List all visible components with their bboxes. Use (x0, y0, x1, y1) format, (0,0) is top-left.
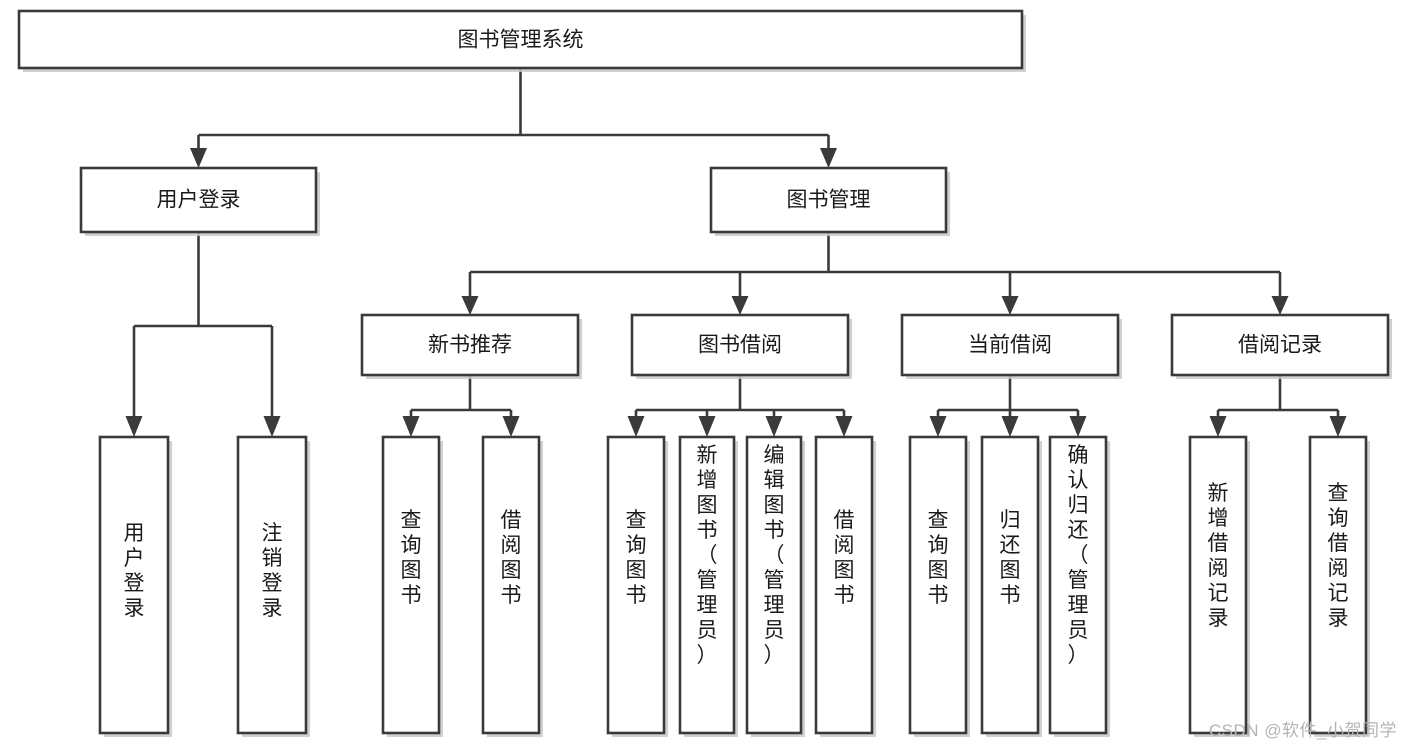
node-leaf-add-book-box[interactable] (678, 435, 736, 735)
node-leaf-query-record[interactable]: 查询借阅记录 (1308, 435, 1370, 737)
arrow-head-leaf-query-book-2 (627, 416, 645, 437)
connector-group-user-login (125, 232, 281, 437)
node-leaf-edit-book-box[interactable] (745, 435, 803, 735)
arrow-head-leaf-query-record (1329, 416, 1347, 437)
node-book-borrow-label: 图书借阅 (698, 334, 782, 357)
node-leaf-add-book[interactable]: 新增图书（管理员） (678, 435, 738, 737)
node-leaf-user-login-box[interactable] (98, 435, 170, 735)
node-leaf-user-login[interactable]: 用户登录 (98, 435, 172, 737)
node-leaf-return-book-label: 归还图书 (1000, 509, 1021, 607)
node-book-borrow-box[interactable] (630, 313, 850, 377)
node-leaf-query-record-box[interactable] (1308, 435, 1368, 735)
arrow-head-book-management (820, 148, 837, 168)
node-leaf-add-record[interactable]: 新增借阅记录 (1188, 435, 1250, 737)
node-leaf-confirm-return[interactable]: 确认归还（管理员） (1048, 435, 1110, 737)
connector-group-root (190, 68, 837, 168)
node-user-login-label: 用户登录 (157, 189, 241, 212)
node-root-box[interactable] (17, 9, 1024, 70)
arrow-head-borrow-record (1271, 296, 1289, 315)
arrow-head-leaf-borrow-book-2 (835, 416, 853, 437)
connector-group-new-book-recommend (402, 375, 520, 437)
node-user-login[interactable]: 用户登录 (79, 166, 320, 236)
node-leaf-add-record-box[interactable] (1188, 435, 1248, 735)
node-new-book-recommend-label: 新书推荐 (428, 334, 512, 357)
node-leaf-query-book-2-box[interactable] (606, 435, 666, 735)
node-root-label: 图书管理系统 (458, 29, 584, 52)
node-leaf-borrow-book-1-label: 借阅图书 (501, 509, 522, 607)
arrow-head-leaf-query-book-1 (402, 416, 420, 437)
node-borrow-record[interactable]: 借阅记录 (1170, 313, 1392, 379)
node-current-borrow-box[interactable] (900, 313, 1120, 377)
node-leaf-borrow-book-2-box[interactable] (814, 435, 874, 735)
node-leaf-user-logout-box[interactable] (236, 435, 308, 735)
node-leaf-edit-book-label: 编辑图书（管理员） (764, 444, 785, 667)
node-root[interactable]: 图书管理系统 (17, 9, 1026, 72)
connector-group-book-management (461, 232, 1289, 315)
node-leaf-query-book-3-label: 查询图书 (928, 509, 949, 607)
node-leaf-query-book-3-box[interactable] (908, 435, 968, 735)
node-book-management-box[interactable] (709, 166, 948, 234)
node-leaf-query-book-1-label: 查询图书 (401, 509, 422, 607)
node-current-borrow-label: 当前借阅 (968, 334, 1052, 357)
node-leaf-user-logout[interactable]: 注销登录 (236, 435, 310, 737)
node-leaf-user-logout-label: 注销登录 (262, 522, 283, 620)
arrow-head-leaf-confirm-return (1069, 416, 1087, 437)
arrow-head-leaf-add-record (1209, 416, 1227, 437)
node-leaf-edit-book[interactable]: 编辑图书（管理员） (745, 435, 805, 737)
arrow-head-leaf-add-book (698, 416, 716, 437)
arrow-head-user-login (190, 148, 207, 168)
csdn-watermark: CSDN @软件_小贺同学 (1208, 721, 1397, 740)
arrow-head-leaf-user-login (125, 416, 143, 437)
node-leaf-borrow-book-2[interactable]: 借阅图书 (814, 435, 876, 737)
node-leaf-return-book[interactable]: 归还图书 (980, 435, 1042, 737)
connector-group-book-borrow (627, 375, 853, 437)
arrow-head-leaf-return-book (1001, 416, 1019, 437)
node-new-book-recommend[interactable]: 新书推荐 (360, 313, 582, 379)
node-book-management[interactable]: 图书管理 (709, 166, 950, 236)
node-user-login-box[interactable] (79, 166, 318, 234)
node-leaf-user-login-label: 用户登录 (124, 522, 145, 620)
node-leaf-query-book-3[interactable]: 查询图书 (908, 435, 970, 737)
connector-group-borrow-record (1209, 375, 1347, 437)
node-book-management-label: 图书管理 (787, 189, 871, 212)
node-current-borrow[interactable]: 当前借阅 (900, 313, 1122, 379)
arrow-head-book-borrow (731, 296, 749, 315)
node-new-book-recommend-box[interactable] (360, 313, 580, 377)
node-leaf-borrow-book-2-label: 借阅图书 (834, 509, 855, 607)
node-leaf-borrow-book-1-box[interactable] (481, 435, 541, 735)
node-leaf-query-record-label: 查询借阅记录 (1328, 482, 1349, 630)
arrow-head-leaf-edit-book (765, 416, 783, 437)
arrow-head-new-book-recommend (461, 296, 479, 315)
node-leaf-confirm-return-label: 确认归还（管理员） (1068, 444, 1089, 667)
node-leaf-return-book-box[interactable] (980, 435, 1040, 735)
node-book-borrow[interactable]: 图书借阅 (630, 313, 852, 379)
node-leaf-add-book-label: 新增图书（管理员） (697, 444, 718, 667)
arrow-head-leaf-borrow-book-1 (502, 416, 520, 437)
arrow-head-current-borrow (1001, 296, 1019, 315)
arrow-head-leaf-query-book-3 (929, 416, 947, 437)
node-leaf-query-book-1-box[interactable] (381, 435, 441, 735)
node-borrow-record-label: 借阅记录 (1238, 334, 1322, 357)
arrow-head-leaf-user-logout (263, 416, 281, 437)
node-borrow-record-box[interactable] (1170, 313, 1390, 377)
node-leaf-query-book-1[interactable]: 查询图书 (381, 435, 443, 737)
node-leaf-add-record-label: 新增借阅记录 (1208, 482, 1229, 630)
node-leaf-borrow-book-1[interactable]: 借阅图书 (481, 435, 543, 737)
node-leaf-query-book-2[interactable]: 查询图书 (606, 435, 668, 737)
node-leaf-confirm-return-box[interactable] (1048, 435, 1108, 735)
node-leaf-query-book-2-label: 查询图书 (626, 509, 647, 607)
connector-group-current-borrow (929, 375, 1087, 437)
